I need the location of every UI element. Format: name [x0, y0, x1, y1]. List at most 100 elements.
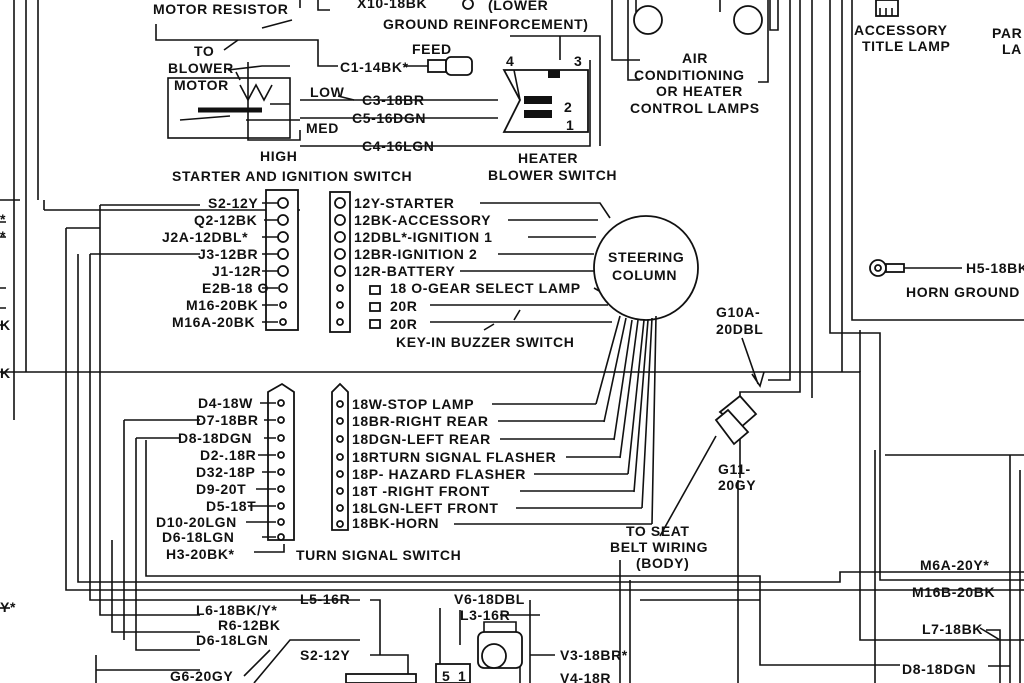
motor-label: MOTOR	[174, 77, 229, 93]
edge-label-3: K	[0, 317, 11, 333]
ign-term-20r-b: 20R	[390, 316, 417, 332]
accessory-lamp-label-1: ACCESSORY	[854, 22, 948, 38]
ground-eyelet-icon	[462, 0, 474, 10]
to-seat-label: TO SEAT	[626, 523, 690, 539]
ts-wire-d32: D32-18P	[196, 464, 255, 480]
ign-wire-q2: Q2-12BK	[194, 212, 257, 228]
ac-label-1: AIR	[682, 50, 708, 66]
turn-signal-connector-left	[267, 382, 295, 541]
ts-term-stop-lamp: 18W-STOP LAMP	[352, 396, 474, 412]
terminal-block-icon	[345, 663, 471, 683]
ts-term-left-rear: 18DGN-LEFT REAR	[352, 431, 491, 447]
ts-wire-d2: D2-.18R	[200, 447, 256, 463]
ign-term-battery: 12R-BATTERY	[354, 263, 456, 279]
steering-column-icon	[593, 215, 699, 321]
heater-label: HEATER	[518, 150, 578, 166]
parking-lamp-label-1: PAR	[992, 25, 1022, 41]
g11-label-2: 20GY	[718, 477, 756, 493]
ts-wire-h3: H3-20BK*	[166, 546, 235, 562]
s2-wire-label: S2-12Y	[300, 647, 350, 663]
v6-wire-label: V6-18DBL	[454, 591, 525, 607]
ign-term-accessory: 12BK-ACCESSORY	[354, 212, 491, 228]
d6-wire-label: D6-18LGN	[196, 632, 268, 648]
ts-wire-d6: D6-18LGN	[162, 529, 234, 545]
blower-motor-resistor	[155, 19, 591, 147]
med-label: MED	[306, 120, 339, 136]
body-label: (BODY)	[636, 555, 689, 571]
motor-resistor-label: MOTOR RESISTOR	[153, 1, 288, 17]
x10-wire-label: X10-18BK	[357, 0, 427, 11]
horn-ground-eyelet-icon	[869, 259, 962, 277]
v3-wire-label: V3-18BR*	[560, 647, 628, 663]
ignition-switch-title: STARTER AND IGNITION SWITCH	[172, 168, 412, 184]
c4-wire-label: C4-16LGN	[362, 138, 434, 154]
ign-term-gear-select: 18 O-GEAR SELECT LAMP	[390, 280, 581, 296]
l7-wire-label: L7-18BK	[922, 621, 983, 637]
v4-wire-label: V4-18R	[560, 670, 611, 683]
blower-switch-label: BLOWER SWITCH	[488, 167, 617, 183]
ign-wire-m16: M16-20BK	[186, 297, 259, 313]
ts-term-signal-flasher: 18RTURN SIGNAL FLASHER	[352, 449, 556, 465]
turn-signal-title: TURN SIGNAL SWITCH	[296, 547, 461, 563]
m6a-wire-label: M6A-20Y*	[920, 557, 989, 573]
key-in-buzzer-label: KEY-IN BUZZER SWITCH	[396, 334, 574, 350]
ignition-switch-connector-left	[265, 189, 299, 331]
ign-term-ignition-2: 12BR-IGNITION 2	[354, 246, 477, 262]
steering-label-2: COLUMN	[612, 267, 677, 283]
pin-4-label: 4	[506, 53, 514, 69]
h5-wire-label: H5-18BK	[966, 260, 1024, 276]
accessory-lamp-label-2: TITLE LAMP	[862, 38, 950, 54]
ts-term-horn: 18BK-HORN	[352, 515, 439, 531]
g10a-label-2: 20DBL	[716, 321, 763, 337]
to-label: TO	[194, 43, 214, 59]
g10a-label-1: G10A-	[716, 304, 760, 320]
accessory-lamp-icon	[875, 0, 899, 17]
ts-wire-d10: D10-20LGN	[156, 514, 237, 530]
heater-blower-switch-icon	[502, 35, 601, 146]
g11-label-1: G11-	[718, 461, 751, 477]
ts-wire-d7: D7-18BR	[196, 412, 259, 428]
l5-wire-label: L5-16R	[300, 591, 350, 607]
belt-wiring-label: BELT WIRING	[610, 539, 708, 555]
ign-wire-m16a: M16A-20BK	[172, 314, 255, 330]
c1-wire-label: C1-14BK*	[340, 59, 409, 75]
ac-label-3: OR HEATER	[656, 83, 743, 99]
seat-belt-connector-icon	[714, 394, 758, 446]
ts-wire-d9: D9-20T	[196, 481, 246, 497]
pin-1-label: 1	[566, 117, 574, 133]
ts-term-right-rear: 18BR-RIGHT REAR	[352, 413, 489, 429]
buzzer-arrow-icon	[483, 309, 521, 331]
terminal-1-label: 1	[458, 668, 466, 683]
relay-socket-icon	[477, 621, 523, 669]
m16b-wire-label: M16B-20BK	[912, 584, 995, 600]
ts-term-right-front: 18T -RIGHT FRONT	[352, 483, 490, 499]
ign-wire-j1: J1-12R	[212, 263, 262, 279]
horn-ground-label: HORN GROUND	[906, 284, 1020, 300]
ign-term-20r-a: 20R	[390, 298, 417, 314]
g6-wire-label: G6-20GY	[170, 668, 233, 683]
blower-label: BLOWER	[168, 60, 234, 76]
pin-3-label: 3	[574, 53, 582, 69]
ts-wire-d8: D8-18DGN	[178, 430, 252, 446]
ign-wire-j3: J3-12BR	[198, 246, 258, 262]
ign-term-ignition-1: 12DBL*-IGNITION 1	[354, 229, 493, 245]
low-label: LOW	[310, 84, 345, 100]
ground-reinforcement-label: GROUND REINFORCEMENT)	[383, 16, 588, 32]
l6-wire-label: L6-18BK/Y*	[196, 602, 277, 618]
ignition-switch-connector-right	[329, 191, 351, 333]
terminal-5-label: 5	[442, 668, 450, 683]
ign-wire-s2: S2-12Y	[208, 195, 258, 211]
steering-label-1: STEERING	[608, 249, 684, 265]
l3-wire-label: L3-16R	[460, 607, 510, 623]
ign-wire-e2b: E2B-18 O	[202, 280, 269, 296]
ts-term-left-front: 18LGN-LEFT FRONT	[352, 500, 498, 516]
edge-label-1: *	[0, 211, 6, 227]
ac-label-4: CONTROL LAMPS	[630, 100, 760, 116]
r6-wire-label: R6-12BK	[218, 617, 281, 633]
buzzer-connector-icon	[369, 285, 381, 329]
edge-label-5: Y*	[0, 599, 16, 615]
d8-wire-label: D8-18DGN	[902, 661, 976, 677]
ac-control-lamp-icon	[627, 0, 769, 83]
